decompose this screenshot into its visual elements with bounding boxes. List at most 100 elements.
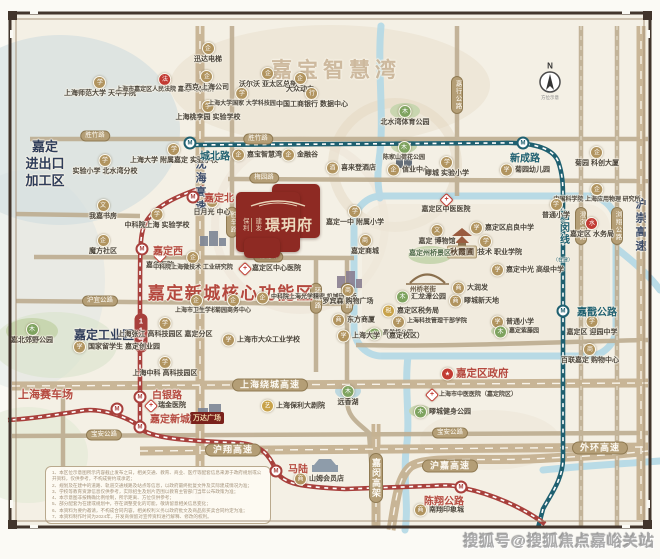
poi-marker: 学上海中科 高科技园区 (132, 356, 198, 378)
gateway-line: 嘉定 (31, 139, 58, 154)
poi-marker: 学普通小学 (542, 198, 570, 220)
school-icon: 学 (479, 235, 493, 248)
hospital-icon: + (237, 261, 253, 277)
ent-icon: 企 (282, 148, 295, 162)
poi-label: 罗宾森 购物广场 (322, 298, 374, 305)
road-label: 沪翔高速 (204, 443, 262, 457)
ent-icon: 企 (96, 234, 110, 247)
school-icon: 学 (158, 356, 172, 369)
poi-marker: 企金融谷 (282, 148, 318, 162)
poi-label: 上海市大众工业学校 (237, 336, 300, 344)
school-icon: 学 (93, 76, 107, 89)
shop-icon: 商 (341, 284, 355, 297)
poi-label: 嘉定区 水务局 (570, 231, 614, 238)
poi-label: 嘉定区政府 (456, 367, 509, 380)
poi-label: 上海保利大剧院 (276, 402, 325, 410)
road-label: 嘉闵高架 (369, 453, 383, 503)
poi-label: 嘉定紫藤园 (509, 328, 540, 335)
poi-marker: 木疁城健身公园 (414, 405, 471, 419)
poi-label: 喜来登酒店 (341, 164, 376, 172)
metro-station-icon: M (186, 190, 200, 204)
poi-label: 中国工商银行 数据中心 (276, 101, 348, 108)
poi-marker: 木陈家山荷花公园 (383, 141, 425, 162)
poi-marker: 学中科院上海 实验学校 (125, 208, 189, 230)
metro-station-label: 嘉定新城 (150, 414, 190, 426)
poi-marker: 商嘉定商城 (351, 234, 379, 256)
shop-icon: 商 (358, 234, 372, 247)
poi-label: 上海中科 高科技园区 (132, 370, 198, 377)
poi-marker: 学上海市大众工业学校 (222, 333, 300, 347)
poi-label: 上海桃李园 实验学校 (175, 114, 241, 121)
poi-label: 中科院上海微技术 工业研究院 (153, 265, 233, 271)
poi-marker: 文嘉定 博物馆 (419, 224, 455, 246)
project-name: 璟玥府 (264, 218, 313, 234)
gateway-line: 加工区 (25, 173, 65, 188)
poi-label: 嘉定区中医医院 (421, 206, 471, 213)
ent-icon: 企 (232, 148, 245, 162)
park-icon: 木 (396, 290, 409, 304)
poi-label: 山姆会员店 (309, 475, 344, 483)
district-title-gateway: 嘉定进出口加工区 (12, 138, 78, 189)
poi-label: 嘉定区中心医院 (252, 265, 301, 273)
metro-station-label: 马陆 (288, 464, 308, 476)
park-icon: 木 (341, 385, 355, 398)
poi-marker: 酒喜来登酒店 (326, 161, 376, 175)
place-label: 秋霞圃 (447, 245, 477, 259)
shop-icon: 商 (449, 294, 462, 308)
logo-brand-cnd: 建发 (255, 217, 262, 232)
poi-label: 嘉定商城 (351, 248, 379, 255)
school-icon: 学 (158, 317, 172, 330)
park-icon: 木 (25, 323, 39, 336)
poi-marker: 学嘉定区启良中学 (470, 221, 534, 235)
poi-label: 陈家山荷花公园 (382, 155, 426, 161)
poi-label: 菊园 科创大厦 (575, 160, 619, 167)
poi-marker: 学上海大学 （嘉定校区） (337, 329, 424, 343)
road-label: 外环高速 (571, 441, 629, 455)
road-label: 嘉行公路 (451, 76, 463, 114)
gold-icon: 艺 (261, 399, 274, 413)
poi-label: 上海市卫生学校 (174, 308, 218, 314)
culture-icon: 文 (430, 224, 444, 237)
poi-label: 嘉定中光 高级中学 (506, 266, 564, 274)
poi-label: 上海市中医医院（嘉定院区） (439, 391, 518, 398)
poi-label: 嘉北郊野公园 (11, 337, 53, 344)
road-label: 胜竹路 (80, 130, 110, 142)
poi-marker: +嘉定区中心医院 (237, 261, 301, 277)
poi-label: 东方商厦 (347, 316, 375, 324)
poi-marker: 学疁城 实验小学 (425, 156, 469, 178)
poi-label: 金融谷 (297, 151, 318, 159)
ent-icon: 企 (590, 183, 604, 196)
watermark: 搜狐号@搜狐焦点嘉峪关站 (463, 533, 655, 550)
metro-station-label: 嘉定北 (204, 193, 234, 205)
poi-label: 国家留学生 嘉定创业园 (88, 343, 160, 351)
park-icon: 木 (397, 141, 411, 154)
poi-marker: 商百联嘉定 购物中心 (561, 343, 619, 365)
park-icon: 木 (494, 325, 507, 339)
poi-label: 万达广场 (190, 412, 224, 424)
poi-label: 上海科技管理干部学院 (407, 318, 468, 325)
ent-icon: 企 (186, 251, 200, 264)
hospital-icon: + (438, 192, 454, 208)
poi-marker: 学嘉定一中 附属小学 (326, 205, 384, 227)
poi-label: 我嘉书房 (89, 213, 117, 220)
metro-station-icon: M (135, 242, 149, 256)
poi-marker: 木嘉北郊野公园 (11, 323, 53, 345)
poi-marker: +嘉定区中医医院 (421, 192, 471, 214)
disclaimer-line: 2、规划及在建中的道路、轨道交通线路及站点等信息，以政府最终批复文件及实际建成情… (52, 482, 253, 488)
poi-marker: 木北水湾体育公园 (381, 105, 430, 127)
metro-station-label: 白银路 (152, 390, 182, 402)
poi-label: 嘉定一中 附属小学 (326, 219, 384, 226)
metro-station-label: 城北路 (200, 151, 230, 163)
poi-marker: 企菊园 科创大厦 (575, 146, 619, 168)
metro-station-label: 陈翔公路 (424, 496, 464, 508)
compass-north-letter: N (547, 61, 553, 71)
school-icon: 学 (348, 205, 362, 218)
poi-marker: +瑞金医院 (143, 398, 186, 414)
poi-marker: 水嘉定区 水务局 (570, 217, 614, 239)
disclaimer-line: 1、本区位示意图所示内容截止发布之日，相关交通、教育、商业、医疗等配套信息来源于… (52, 470, 262, 482)
poi-label: 疁城健身公园 (429, 408, 471, 416)
poi-label: 疁城新天地 (464, 297, 499, 305)
ent-icon: 企 (201, 42, 215, 55)
ent-icon: 企 (189, 294, 203, 307)
